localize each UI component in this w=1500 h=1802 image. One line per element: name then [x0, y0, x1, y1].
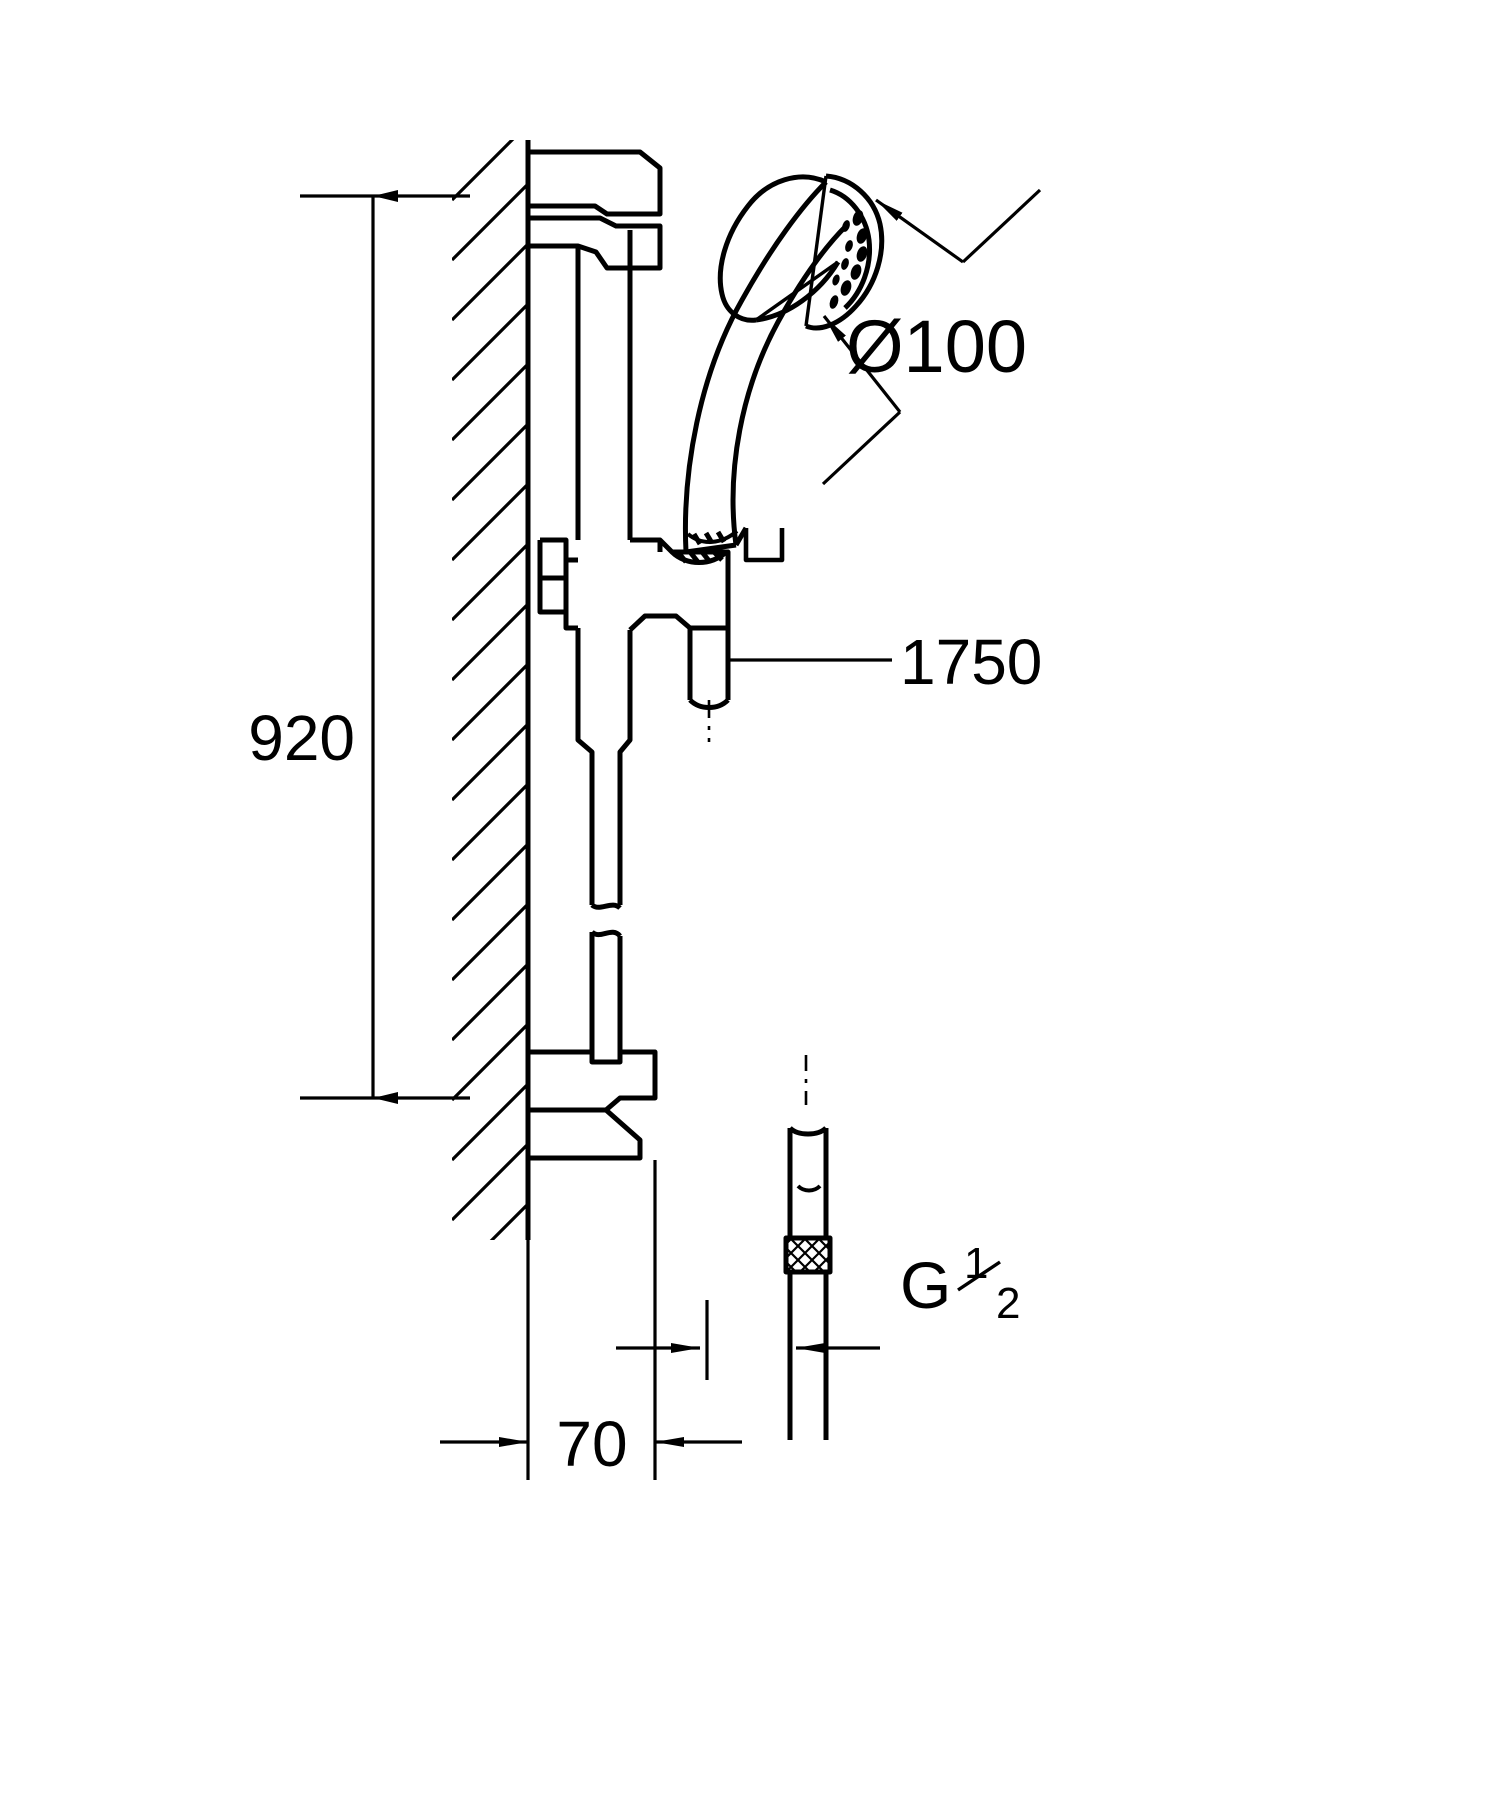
hand-shower — [683, 173, 885, 563]
dimension-1750-label: 1750 — [900, 626, 1042, 698]
dimension-70: 70 — [440, 1160, 742, 1480]
dimension-thread-denominator: 2 — [996, 1279, 1020, 1328]
dimension-diameter-100: Ø100 — [821, 188, 1042, 486]
wall-hatching — [452, 140, 528, 1240]
dimension-thread-g-half: G 1 2 — [616, 1239, 1020, 1380]
wall — [452, 140, 531, 1240]
sliding-holder — [537, 537, 731, 742]
dimension-thread-numerator: 1 — [964, 1239, 988, 1288]
dimension-920-label: 920 — [248, 702, 355, 774]
dimension-diameter-100-label: Ø100 — [846, 305, 1027, 388]
shower-rail — [575, 230, 633, 1055]
spray-nozzles — [829, 210, 868, 309]
shower-hose — [783, 1055, 833, 1440]
dimension-thread-letter: G — [900, 1248, 951, 1322]
dimension-1750: 1750 — [728, 626, 1042, 698]
lower-bracket — [525, 1049, 658, 1161]
dimension-70-label: 70 — [556, 1408, 627, 1480]
upper-bracket — [525, 149, 663, 271]
dimension-920: 920 — [248, 190, 470, 1104]
